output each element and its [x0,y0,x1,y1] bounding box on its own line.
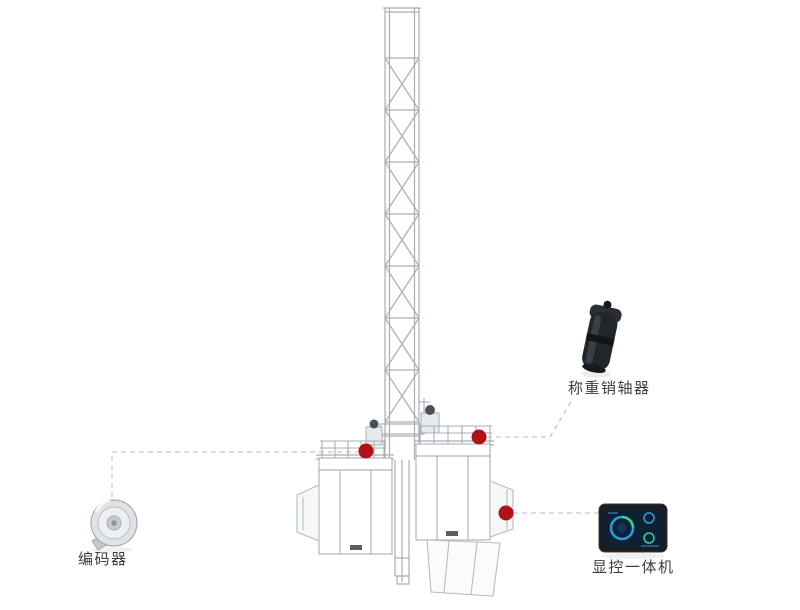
marker-right-cage-top [471,429,487,445]
marker-left-cage [358,443,374,459]
display-controller-label: 显控一体机 [592,559,675,576]
mast [379,7,425,460]
right-cage [415,443,491,541]
marker-right-cage-side [498,505,514,521]
left-cage [318,457,393,555]
callout-line-load-pin [487,399,573,438]
right-drive-unit [420,412,440,434]
right-drive-motor [425,405,435,415]
callout-lines [111,399,599,514]
load-pin-label: 称重销轴器 [568,380,651,397]
left-drive-motor [369,419,379,429]
callout-line-encoder [111,451,360,499]
mast-lower [394,460,410,585]
display-console-photo [598,503,668,559]
bottom-ramp [426,539,501,597]
encoder-photo [90,498,138,553]
callout-markers [358,429,514,521]
right-cage-vent [446,531,458,536]
load-pin-photo [581,300,622,378]
left-cage-vent [350,545,362,550]
left-ramp [296,484,320,542]
left-cage-railing [320,440,386,458]
encoder-label: 编码器 [78,551,128,568]
